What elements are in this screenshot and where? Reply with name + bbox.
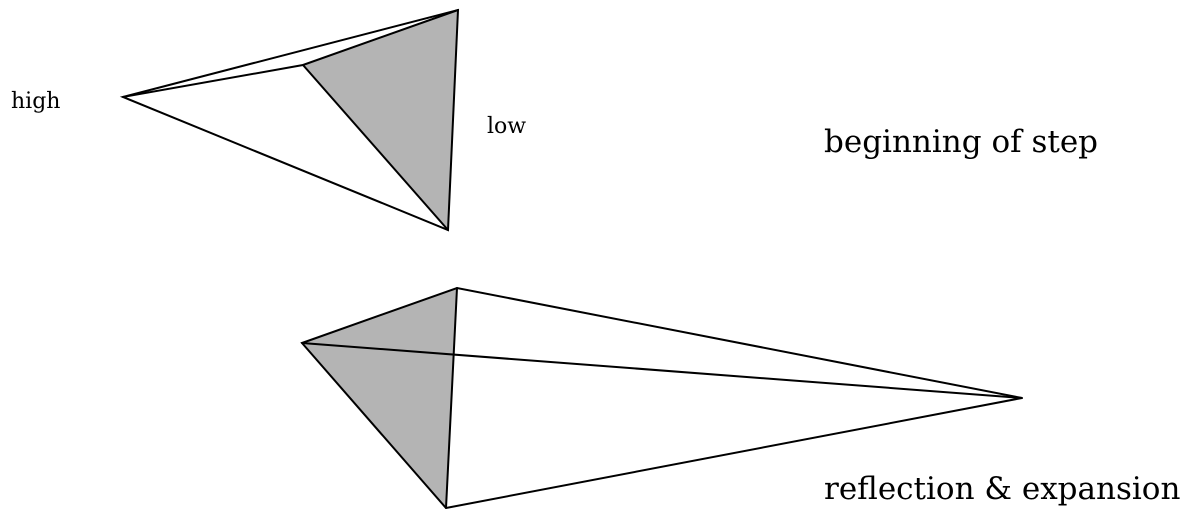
high-label: high: [11, 89, 60, 114]
shaded-face-bottom: [302, 288, 457, 508]
shaded-edge-top: [302, 64, 449, 231]
low-label: low: [487, 114, 526, 139]
shaded-face-top: [303, 10, 458, 230]
beginning-of-step-label: beginning of step: [824, 124, 1098, 160]
edge-vertical: [445, 287, 458, 509]
edge-left-to-tip: [301, 342, 1023, 399]
outer-simplex-top: [119, 8, 460, 232]
reflection-simplex: [300, 286, 1023, 509]
reflection-expansion-label: reflection & expansion: [824, 471, 1180, 507]
beginning-simplex: [119, 8, 460, 232]
